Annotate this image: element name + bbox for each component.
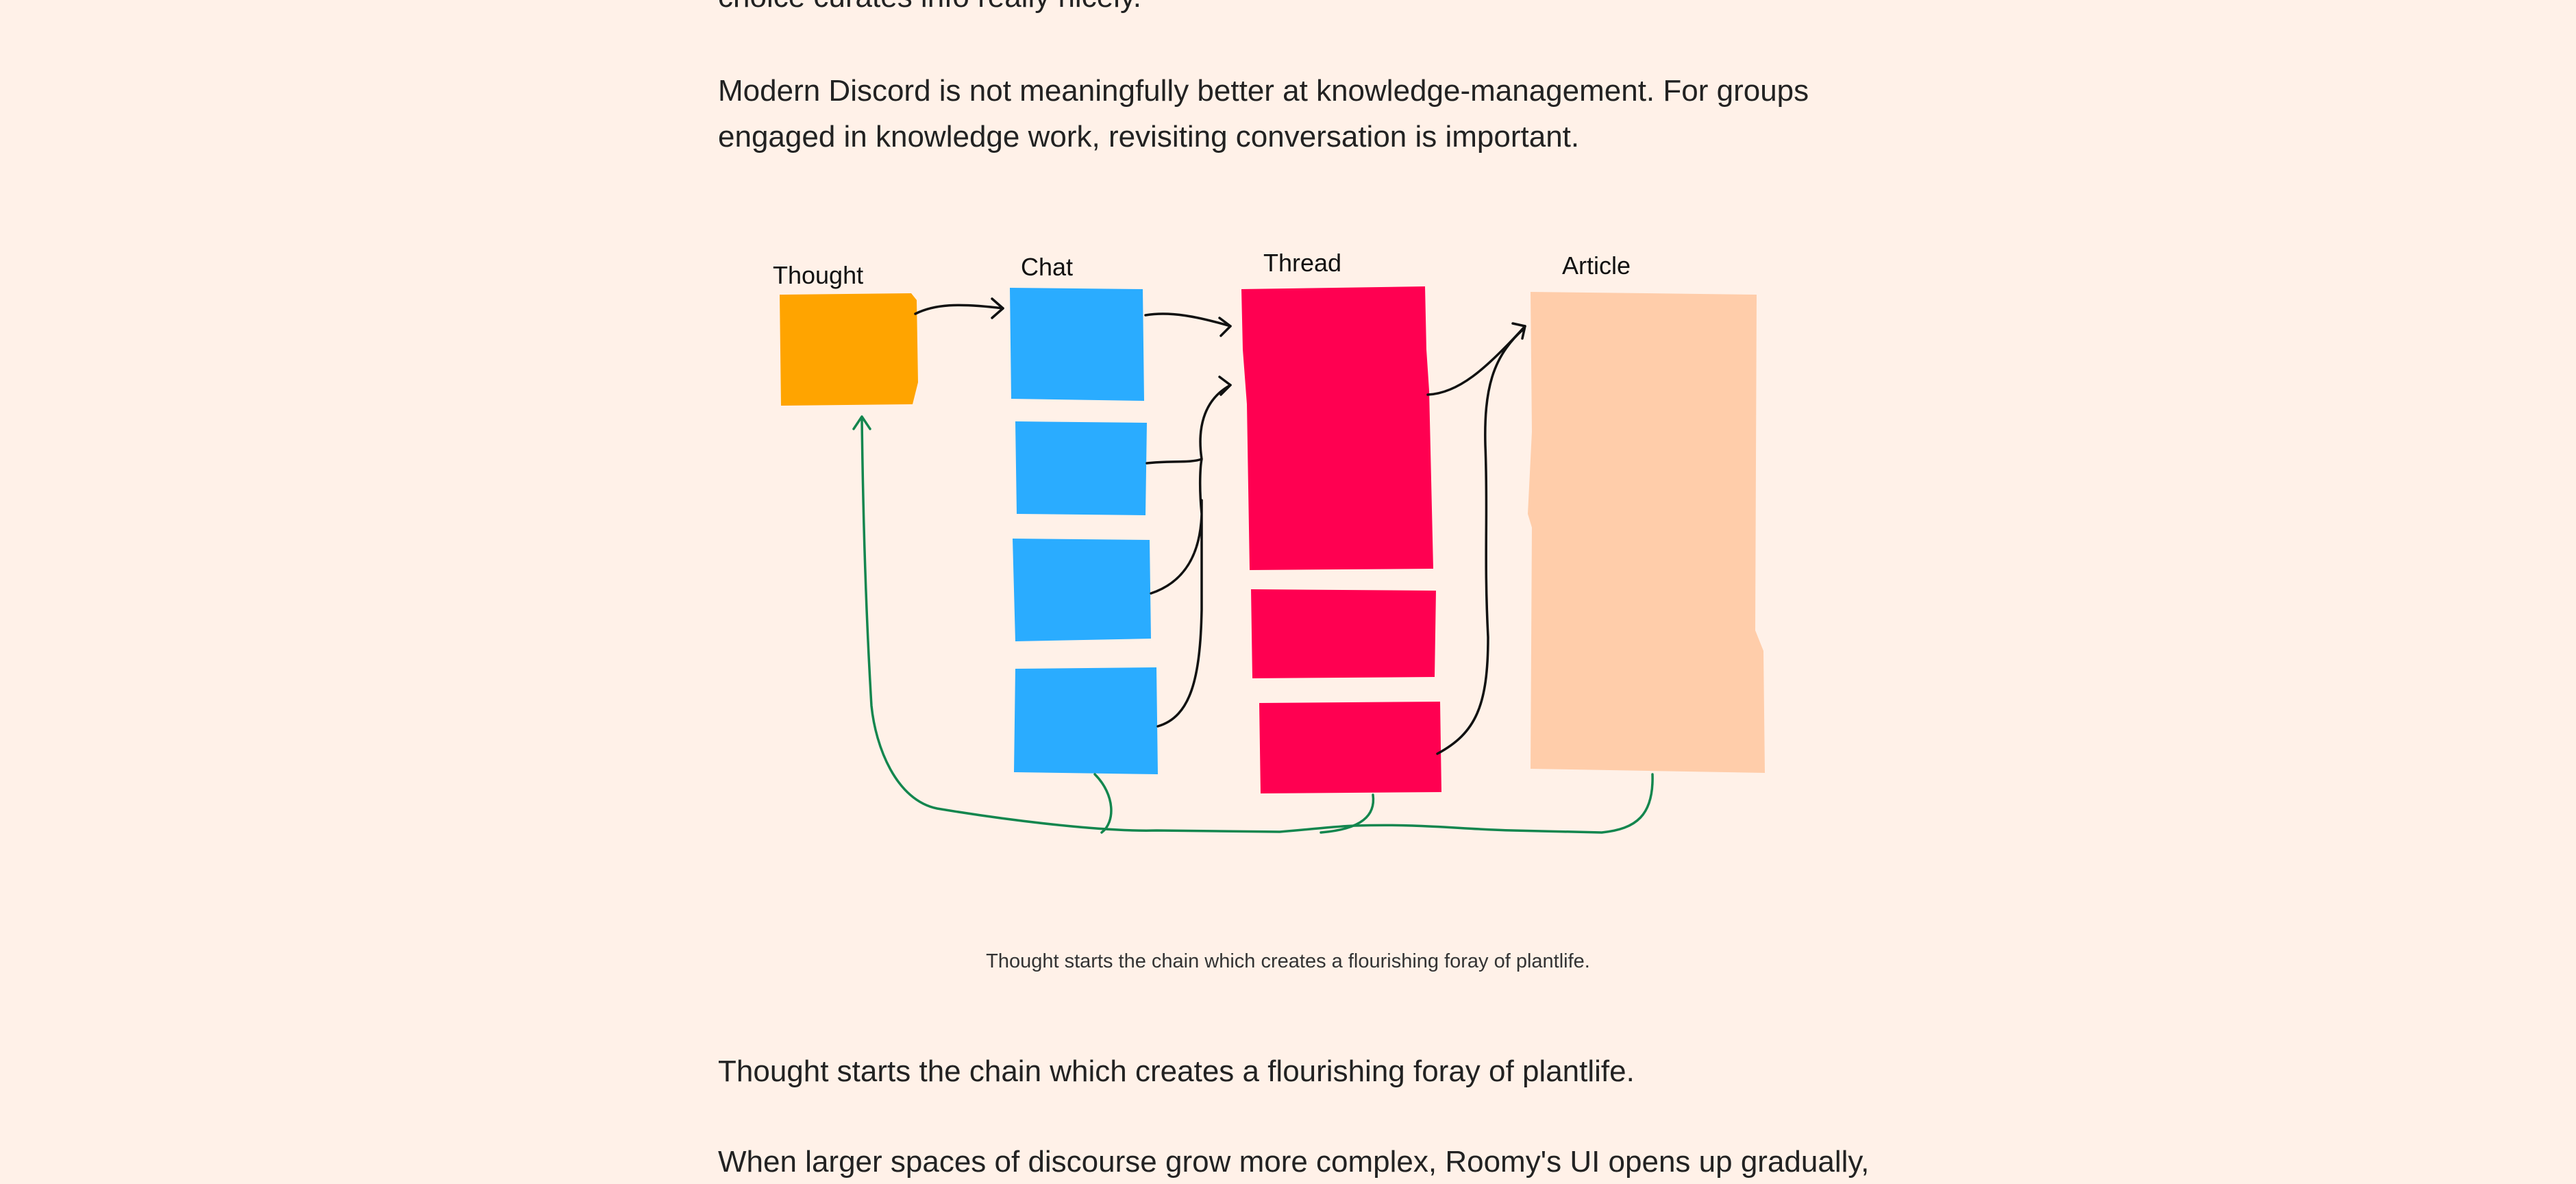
thread-box-3 [1259, 702, 1441, 793]
label-thought: Thought [773, 261, 863, 289]
paragraph-discord: Modern Discord is not meaningfully bette… [718, 68, 1809, 160]
feedback-loop [860, 417, 1654, 834]
label-chat: Chat [1021, 253, 1073, 281]
feedback-branch-chat [1093, 773, 1113, 834]
arrow-chats-merge [1145, 384, 1232, 728]
figure-caption: Thought starts the chain which creates a… [986, 950, 1590, 972]
arrow-chat-to-thread [1144, 312, 1232, 328]
article-box [1528, 292, 1765, 773]
arrow-thread-to-article [1426, 325, 1526, 755]
thread-box-2 [1251, 589, 1436, 678]
arrowhead-article [1511, 322, 1526, 340]
thought-box [780, 293, 918, 406]
arrowhead-chat [991, 297, 1004, 319]
arrowhead-thread-top [1218, 317, 1232, 337]
chat-box-2 [1015, 421, 1147, 515]
arrowhead-thought [852, 415, 871, 430]
arrowhead-thread-mid [1218, 375, 1232, 396]
thread-box-1 [1241, 286, 1433, 570]
chat-box-4 [1014, 667, 1158, 774]
paragraph-discord-line1: Modern Discord is not meaningfully bette… [718, 74, 1809, 108]
chat-box-3 [1013, 539, 1151, 641]
label-article: Article [1562, 251, 1631, 280]
feedback-branch-thread [1320, 793, 1375, 834]
diagram-canvas: Thought Chat Thread Article [773, 249, 1765, 834]
paragraph-thought-chain: Thought starts the chain which creates a… [718, 1054, 1635, 1088]
chat-box-1 [1010, 288, 1144, 401]
arrow-thought-to-chat [914, 304, 1004, 315]
label-thread: Thread [1263, 249, 1341, 277]
paragraph-discord-line2: engaged in knowledge work, revisiting co… [718, 120, 1580, 153]
paragraph-larger-spaces: When larger spaces of discourse grow mor… [718, 1145, 1870, 1179]
paragraph-previous: choice curates info really nicely. [718, 0, 1141, 20]
knowledge-flow-diagram: Thought Chat Thread Article [718, 226, 1814, 911]
